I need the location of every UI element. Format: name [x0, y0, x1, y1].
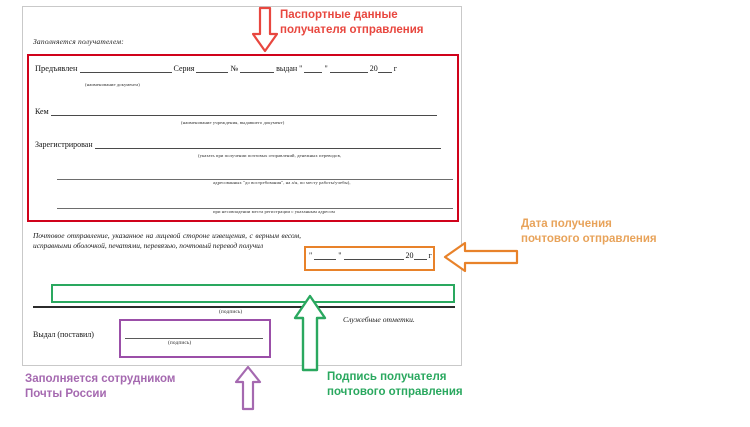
institution-caption: (наименование учреждения, выдавшего доку… [181, 120, 285, 125]
registration-blank-3[interactable] [57, 208, 453, 209]
annotation-passport-line1: Паспортные данные [280, 9, 398, 21]
series-label: Серия [173, 64, 195, 73]
filled-by-recipient-label: Заполняется получателем: [33, 37, 124, 46]
arrow-down-icon [252, 6, 278, 53]
receipt-date-highlight-box [304, 246, 435, 271]
presented-blank[interactable] [79, 65, 172, 73]
receipt-month-blank[interactable] [343, 252, 404, 260]
registered-label: Зарегистрирован [35, 140, 93, 149]
annotation-staff-line1: Заполняется сотрудником [25, 373, 176, 385]
number-blank[interactable] [240, 65, 275, 73]
quote-close-2: " [338, 251, 342, 260]
issue-month-blank[interactable] [329, 65, 368, 73]
annotation-signature-line1: Подпись получателя [327, 371, 447, 383]
passport-data-highlight-box [27, 54, 459, 222]
issuing-authority-row: Кем [35, 107, 453, 116]
receipt-day-blank[interactable] [314, 252, 337, 260]
receipt-date-row: " " 20 г [309, 251, 432, 260]
issue-year-blank[interactable] [377, 65, 392, 73]
quote-open-2: " [309, 251, 313, 260]
year-suffix-2: г [428, 251, 432, 260]
registration-caption-1: (указать при получении почтовых отправле… [198, 153, 342, 158]
receipt-year-blank[interactable] [413, 252, 427, 260]
declaration-text: Почтовое отправление, указанное на лицев… [33, 231, 301, 251]
annotation-receipt-date: Дата получения почтового отправления [521, 217, 657, 247]
annotation-filled-by-staff: Заполняется сотрудником Почты России [25, 372, 175, 402]
service-marks-label: Служебные отметки. [343, 315, 415, 324]
year-suffix-1: г [393, 64, 397, 73]
issued-by-signature-caption: (подпись) [168, 340, 192, 346]
number-label: № [230, 64, 239, 73]
series-blank[interactable] [196, 65, 229, 73]
issued-by-blank[interactable] [125, 338, 263, 339]
issued-by-label: Выдал (поставил) [33, 330, 94, 339]
quote-close-1: " [324, 64, 328, 73]
annotation-passport-line2: получателя отправления [280, 24, 424, 36]
recipient-signature-highlight-box [51, 284, 455, 303]
registered-blank[interactable] [94, 141, 441, 149]
registration-row: Зарегистрирован [35, 140, 453, 149]
registration-caption-3: при несовпадении места регистрации с ука… [213, 209, 335, 214]
by-whom-label: Кем [35, 107, 49, 116]
arrow-up-icon [293, 294, 327, 372]
issue-day-blank[interactable] [304, 65, 323, 73]
year-prefix-2: 20 [405, 251, 414, 260]
annotation-date-line1: Дата получения [521, 218, 612, 230]
annotation-staff-line2: Почты России [25, 388, 107, 400]
issued-label: выдан [276, 64, 298, 73]
postal-notice-form: Заполняется получателем: Предъявлен Сери… [22, 6, 462, 366]
registration-blank-2[interactable] [57, 179, 453, 180]
registration-caption-2: адресованных "до востребования", на а/я,… [213, 180, 351, 185]
annotation-date-line2: почтового отправления [521, 233, 657, 245]
annotation-recipient-signature: Подпись получателя почтового отправления [327, 370, 463, 400]
presented-label: Предъявлен [35, 64, 78, 73]
annotation-signature-line2: почтового отправления [327, 386, 463, 398]
recipient-signature-blank[interactable] [33, 306, 455, 308]
year-prefix-1: 20 [369, 64, 378, 73]
passport-presented-row: Предъявлен Серия № выдан " " 20 г [35, 64, 453, 90]
annotation-passport-data: Паспортные данные получателя отправления [280, 8, 423, 38]
staff-signature-highlight-box [119, 319, 271, 358]
by-whom-blank[interactable] [50, 108, 437, 116]
arrow-up-icon [234, 365, 262, 411]
quote-open-1: " [299, 64, 303, 73]
document-name-caption: (наименование документа) [85, 82, 140, 87]
arrow-left-icon [443, 241, 519, 273]
recipient-signature-caption: (подпись) [219, 309, 243, 315]
